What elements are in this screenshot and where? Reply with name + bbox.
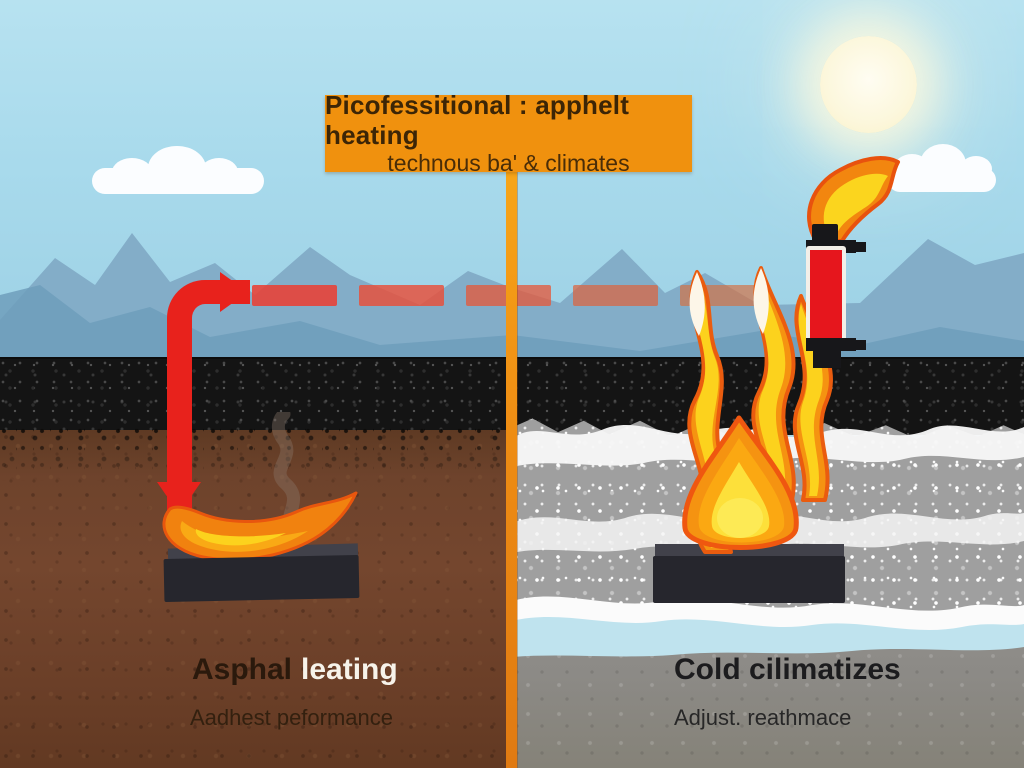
banner-title: Picofessitional : apphelt heating — [325, 90, 630, 150]
cloud-icon — [888, 144, 1000, 194]
cloud-icon — [92, 146, 274, 194]
torch-flame-icon — [807, 156, 900, 243]
heat-dash — [573, 285, 658, 306]
burn-tray — [653, 556, 845, 603]
heat-dash — [359, 285, 444, 306]
panel-divider-line — [506, 171, 517, 768]
torch-heater-icon — [782, 146, 906, 370]
left-panel-title-light: leating — [301, 653, 398, 686]
horizontal-flame-icon — [162, 491, 358, 562]
title-banner: Picofessitional : apphelt heating techno… — [325, 90, 692, 176]
burn-tray — [163, 554, 360, 603]
asphalt-soil-transition — [0, 426, 512, 484]
banner-subtitle: technous ba' & climates — [387, 150, 630, 176]
left-panel-title-dark: Asphal — [192, 653, 293, 686]
left-panel-subtitle: Aadhest peformance — [190, 705, 394, 730]
right-panel-title: Cold cilimatizes — [674, 653, 901, 686]
right-arrowhead-icon — [220, 272, 248, 312]
heat-dash — [252, 285, 337, 306]
sun-icon — [820, 36, 917, 133]
right-panel-subtitle: Adjust. reathmace — [674, 705, 852, 730]
